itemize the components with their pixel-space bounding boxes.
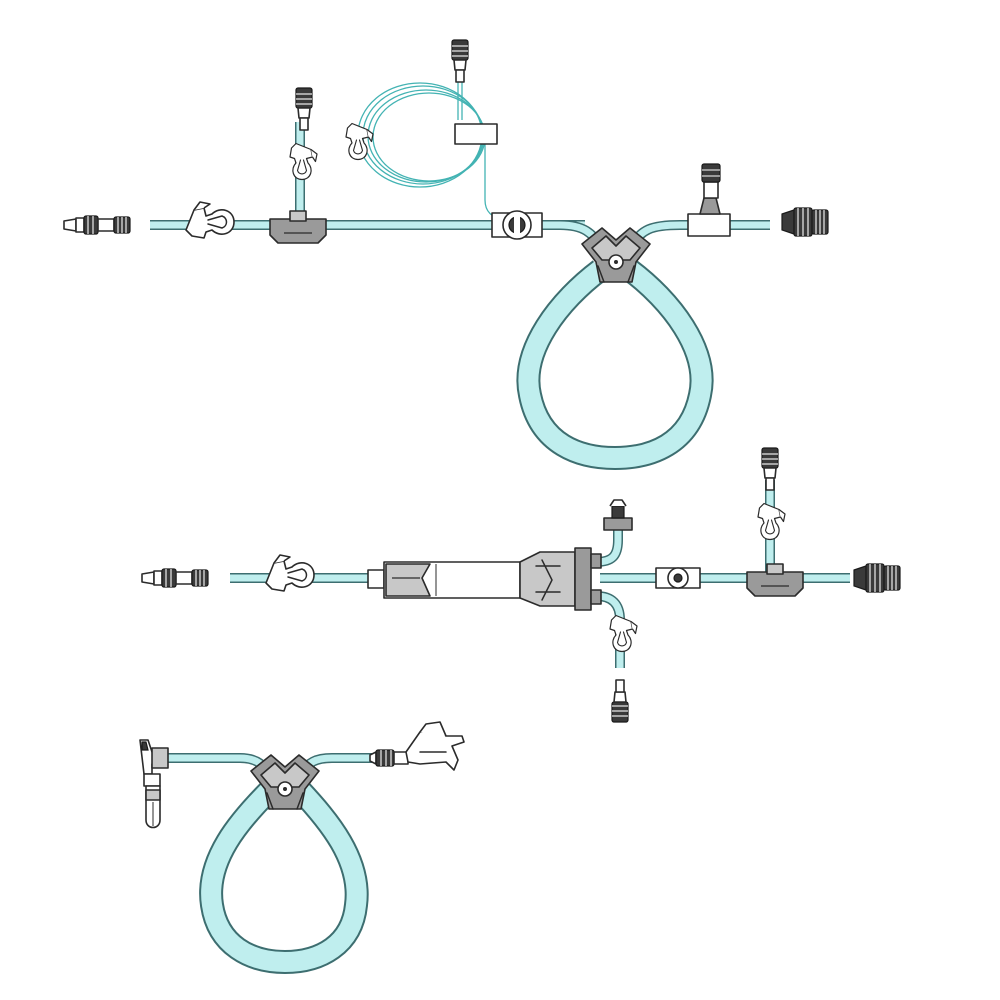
female-luer-connector-icon	[781, 207, 829, 237]
extension-cap-connector-icon	[451, 39, 469, 83]
check-valve-icon	[655, 567, 701, 589]
assembly-bottom	[139, 721, 465, 975]
luer-connector-icon	[369, 749, 409, 767]
spike-icon	[139, 739, 169, 829]
t-connector-icon	[746, 563, 804, 597]
t-connector-icon	[269, 210, 327, 244]
lower-branch-clamp-icon	[609, 614, 638, 653]
pinch-clamp-icon	[265, 554, 315, 592]
vent-port-icon	[603, 499, 633, 531]
loop-tubing-icon	[199, 781, 369, 975]
injection-port-icon	[687, 163, 731, 237]
right-branch-clamp-icon	[757, 502, 786, 541]
assembly-top	[63, 39, 829, 471]
luer-connector-icon	[63, 215, 131, 235]
loop-tubing-icon	[516, 260, 714, 471]
pressure-transducer-icon	[491, 210, 543, 240]
coiled-extension-line-icon	[357, 75, 498, 188]
assembly-middle	[141, 447, 901, 723]
female-luer-connector-icon	[853, 563, 901, 593]
right-branch-cap-connector-icon	[761, 447, 779, 491]
pinch-clamp-icon	[185, 201, 235, 239]
luer-connector-icon	[141, 568, 209, 588]
lower-branch-cap-connector-icon	[611, 679, 629, 723]
syringe-barrel-icon	[367, 561, 521, 599]
pinch-clamp-icon	[405, 721, 465, 771]
manifold-icon	[519, 547, 602, 611]
branch-clamp-icon	[289, 142, 318, 181]
